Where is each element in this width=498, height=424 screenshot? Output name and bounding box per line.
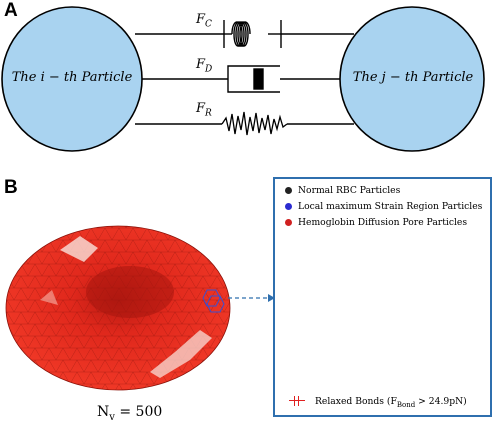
legend-label-pore: Hemoglobin Diffusion Pore Particles — [298, 217, 468, 228]
legend-box: Normal RBC Particles Local maximum Strai… — [273, 177, 492, 417]
spring-icon — [223, 20, 282, 48]
nv-symbol: N — [97, 404, 110, 420]
force-r-subscript: R — [205, 108, 212, 119]
force-c-subscript: C — [205, 19, 212, 30]
force-r-symbol: F — [196, 101, 206, 116]
legend-label-bond: Relaxed Bonds (FBond > 24.9pN) — [315, 396, 467, 409]
force-d-label: FD — [196, 57, 212, 75]
normal-particle-icon — [285, 187, 292, 194]
bond-label-subscript: Bond — [396, 401, 416, 409]
force-c-label: FC — [196, 12, 212, 30]
particle-i-label: The i − th Particle — [11, 70, 133, 85]
resistor-icon — [221, 111, 288, 136]
panel-a-label: A — [4, 0, 18, 21]
relaxed-bond-icon — [289, 396, 305, 406]
red-blood-cell — [5, 225, 231, 391]
nv-value: = 500 — [114, 404, 163, 420]
legend-item-normal: Normal RBC Particles — [285, 185, 400, 196]
bond-label-prefix: Relaxed Bonds (F — [315, 396, 397, 408]
particle-j-label: The j − th Particle — [352, 70, 474, 85]
legend-item-pore: Hemoglobin Diffusion Pore Particles — [285, 217, 467, 228]
force-d-subscript: D — [205, 64, 213, 75]
bond-label-suffix: > 24.9pN) — [415, 396, 467, 408]
nv-subscript: v — [109, 411, 115, 423]
force-r-label: FR — [196, 101, 212, 119]
connector-lines — [135, 33, 354, 125]
strain-region-marker — [202, 289, 225, 313]
particle-i — [1, 6, 143, 152]
damper-icon — [227, 65, 280, 93]
pore-particle-icon — [285, 219, 292, 226]
force-c-symbol: F — [196, 12, 206, 27]
legend-label-strain: Local maximum Strain Region Particles — [298, 201, 483, 212]
force-d-symbol: F — [196, 57, 206, 72]
legend-label-normal: Normal RBC Particles — [298, 185, 401, 196]
strain-particle-icon — [285, 203, 292, 210]
vertex-count-label: Nv = 500 — [97, 404, 162, 423]
particle-j — [339, 6, 485, 152]
panel-b-label: B — [4, 177, 18, 198]
legend-item-strain: Local maximum Strain Region Particles — [285, 201, 482, 212]
zoom-arrow — [228, 294, 275, 302]
